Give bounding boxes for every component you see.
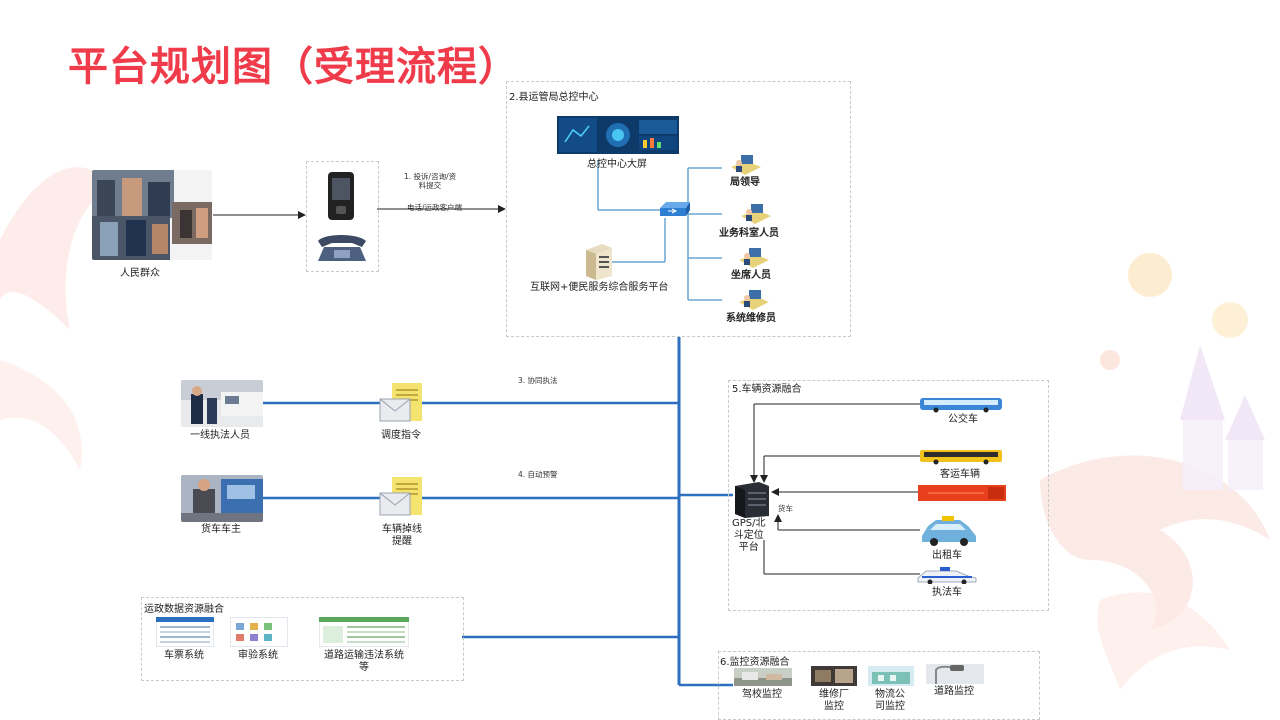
taxi-icon	[922, 516, 976, 546]
user-role-business-staff: 业务科室人员	[719, 228, 779, 239]
workstation-icon	[741, 204, 771, 224]
control-center-box-label: 2.县运管局总控中心	[509, 92, 599, 103]
intake-device-box	[306, 161, 379, 272]
ticket-system-screenshot	[156, 617, 214, 647]
big-screen-label: 总控中心大屏	[587, 159, 647, 170]
intake-step-label: 1. 投诉/咨询/资 料提交	[404, 172, 457, 190]
server-icon	[586, 244, 612, 280]
workstation-icon	[731, 155, 761, 175]
citizens-photo	[92, 170, 212, 260]
mobile-phone-icon	[328, 172, 354, 220]
repair-shop-monitor-label: 维修厂 监控	[819, 689, 849, 712]
step4-label: 4. 自动预警	[518, 470, 558, 479]
step3-label: 3. 协同执法	[518, 376, 558, 385]
bus-icon	[920, 398, 1002, 413]
user-role-maintenance: 系统维修员	[726, 313, 776, 324]
envelope-icon	[379, 477, 422, 516]
logistics-monitor-label: 物流公 司监控	[875, 689, 905, 712]
driving-school-monitor-image	[734, 668, 792, 686]
vehicle-offline-alert-label: 车辆掉线 提醒	[382, 524, 422, 547]
workstation-icon	[739, 290, 769, 310]
vehicle-resources-box	[728, 380, 1049, 611]
truck-label: 货车	[778, 504, 793, 513]
envelope-icon	[379, 383, 422, 422]
enforcement-officer-label: 一线执法人员	[190, 430, 250, 441]
truck-owner-label: 货车车主	[201, 524, 241, 535]
truck-owner-photo	[181, 475, 263, 522]
citizens-label: 人民群众	[120, 268, 160, 279]
intake-channel-label: 电话/运政客户端	[407, 203, 463, 212]
enforcement-car-label: 执法车	[932, 587, 962, 598]
dispatch-order-label: 调度指令	[381, 430, 421, 441]
user-role-leader: 局领导	[730, 177, 760, 188]
road-monitor-label: 道路监控	[934, 686, 974, 697]
ticket-system-label: 车票系统	[164, 650, 204, 661]
violation-system-label: 道路运输违法系统 等	[324, 650, 404, 673]
road-monitor-image	[926, 664, 984, 684]
gps-platform-label: GPS/北 斗定位 平台	[732, 518, 766, 553]
audit-system-screenshot	[230, 617, 288, 647]
server-label: 互联网+便民服务综合服务平台	[530, 282, 669, 293]
bus-label: 公交车	[948, 414, 978, 425]
repair-shop-monitor-image	[811, 666, 857, 686]
driving-school-monitor-label: 驾校监控	[742, 689, 782, 700]
coach-icon	[920, 450, 1002, 465]
enforcement-officer-photo	[181, 380, 263, 427]
logistics-monitor-image	[868, 666, 914, 686]
data-fusion-box-label: 运政数据资源融合	[144, 604, 224, 615]
workstation-icon	[739, 248, 769, 268]
coach-label: 客运车辆	[940, 469, 980, 480]
big-screen-icon	[557, 116, 679, 154]
gps-server-icon	[735, 482, 769, 518]
control-center-box	[506, 81, 851, 337]
network-switch-icon	[660, 202, 690, 216]
desk-phone-icon	[318, 235, 366, 261]
page-title: 平台规划图（受理流程）	[68, 44, 519, 90]
taxi-label: 出租车	[932, 550, 962, 561]
truck-icon	[918, 485, 1006, 501]
user-role-seat-staff: 坐席人员	[731, 270, 771, 281]
violation-system-screenshot	[319, 617, 409, 647]
police-car-icon	[917, 567, 977, 584]
audit-system-label: 审验系统	[238, 650, 278, 661]
data-fusion-box	[141, 597, 464, 681]
monitoring-box-label: 6.监控资源融合	[720, 657, 790, 668]
vehicle-resources-box-label: 5.车辆资源融合	[732, 384, 802, 395]
